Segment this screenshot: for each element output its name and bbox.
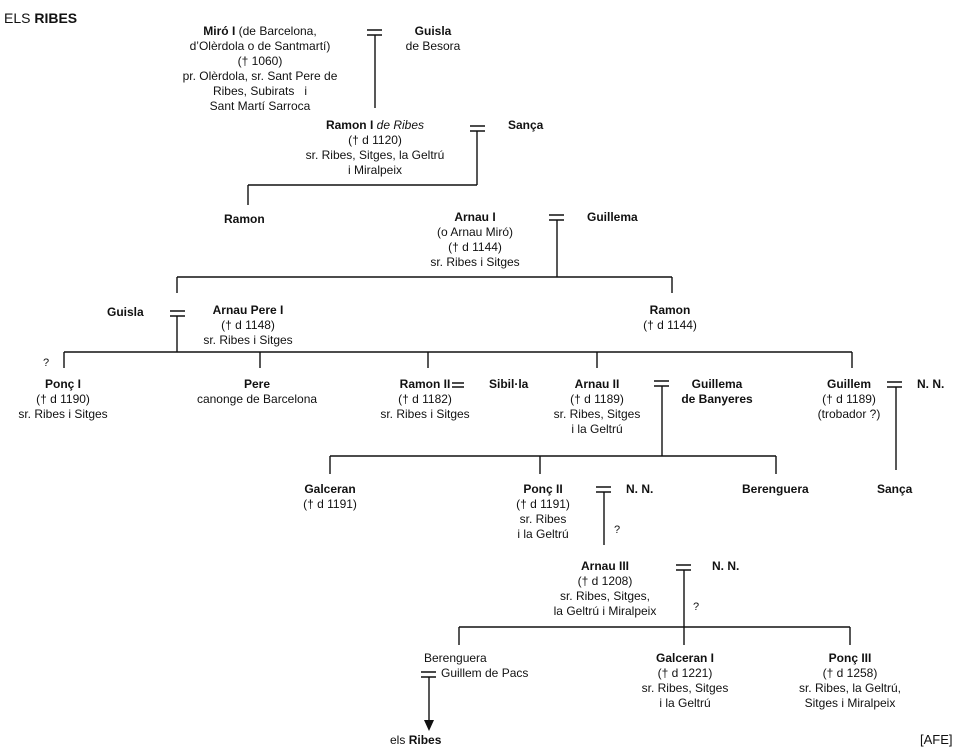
title-name: RIBES	[34, 10, 78, 26]
descendants-els-ribes: els Ribes	[390, 733, 441, 748]
person-galceran-i: Galceran I († d 1221) sr. Ribes, Sitges …	[615, 651, 755, 711]
arnau3-name: Arnau III	[580, 559, 629, 573]
person-ramon-ii: Ramon II († d 1182) sr. Ribes i Sitges	[366, 377, 484, 422]
ramon1-name: Ramon I	[325, 118, 374, 132]
miro-line-1: (de Barcelona,	[238, 24, 317, 38]
person-arnau-pere-i: Arnau Pere I († d 1148) sr. Ribes i Sitg…	[180, 303, 316, 348]
person-guisla-besora: Guisla de Besora	[398, 24, 468, 54]
ponc1-line-1: († d 1190)	[36, 392, 90, 406]
ponc3-line-2: sr. Ribes, la Geltrú,	[798, 681, 902, 695]
elsribes-name: Ribes	[408, 733, 442, 747]
arnau2-line-2: sr. Ribes, Sitges	[553, 407, 641, 421]
title-prefix: ELS	[4, 10, 31, 26]
arnau2-line-1: († d 1189)	[570, 392, 624, 406]
arnau1-line-3: sr. Ribes i Sitges	[430, 255, 520, 269]
arnaupere-line-1: († d 1148)	[221, 318, 275, 332]
miro-name: Miró I	[203, 24, 236, 38]
arnaupere-name: Arnau Pere I	[212, 303, 284, 317]
guillem-line-2: (trobador ?)	[817, 407, 881, 421]
person-sanca-2: Sança	[877, 482, 913, 496]
guillem-line-1: († d 1189)	[822, 392, 876, 406]
uncertain-mark-3: ?	[693, 601, 700, 613]
diagram-title: ELS RIBES	[4, 10, 77, 26]
ramon2-name: Ramon II	[399, 377, 451, 391]
ponc2-line-1: († d 1191)	[516, 497, 570, 511]
ponc3-line-3: Sitges i Miralpeix	[804, 696, 896, 710]
ramon1-line-1: († d 1120)	[348, 133, 402, 147]
ramon2-line-1: († d 1182)	[398, 392, 452, 406]
ponc1-name: Ponç I	[44, 377, 81, 391]
ponc2-line-2: sr. Ribes	[519, 512, 567, 526]
arnaupere-line-2: sr. Ribes i Sitges	[203, 333, 293, 347]
miro-line-5: Ribes, Subirats i	[212, 84, 308, 98]
ramon-b-line: († d 1144)	[643, 318, 697, 332]
guisla1-name: Guisla	[414, 24, 452, 38]
miro-line-4: pr. Olèrdola, sr. Sant Pere de	[182, 69, 338, 83]
elsribes-prefix: els	[390, 733, 406, 747]
source-footer: [AFE]	[920, 732, 953, 747]
arnau3-line-2: sr. Ribes, Sitges,	[559, 589, 651, 603]
person-ponc-i: Ponç I († d 1190) sr. Ribes i Sitges	[4, 377, 122, 422]
ramon1-line-2: sr. Ribes, Sitges, la Geltrú	[305, 148, 445, 162]
person-ponc-iii: Ponç III († d 1258) sr. Ribes, la Geltrú…	[782, 651, 918, 711]
person-nn-2: N. N.	[626, 482, 654, 496]
person-ponc-ii: Ponç II († d 1191) sr. Ribes i la Geltrú	[500, 482, 586, 542]
miro-line-3: († 1060)	[237, 54, 283, 68]
uncertain-mark-2: ?	[614, 524, 621, 536]
arnau3-line-1: († d 1208)	[577, 574, 633, 588]
person-guillem-pacs: Guillem de Pacs	[441, 666, 529, 680]
arnau1-line-2: († d 1144)	[448, 240, 502, 254]
person-nn-3: N. N.	[712, 559, 740, 573]
person-ramon-i: Ramon I de Ribes († d 1120) sr. Ribes, S…	[290, 118, 460, 178]
galceran-name: Galceran	[304, 482, 356, 496]
miro-line-2: d’Olèrdola o de Santmartí)	[189, 39, 331, 53]
arnau1-line-1: (o Arnau Miró)	[436, 225, 514, 239]
person-berenguera-1: Berenguera	[742, 482, 809, 496]
guillema2-name2: de Banyeres	[681, 392, 753, 406]
pere-name: Pere	[243, 377, 271, 391]
arnau1-name: Arnau I	[454, 210, 496, 224]
guillema2-name: Guillema	[691, 377, 743, 391]
miro-line-6: Sant Martí Sarroca	[209, 99, 311, 113]
person-sibila: Sibil·la	[489, 377, 529, 391]
galceran1-name: Galceran I	[655, 651, 715, 665]
person-arnau-i: Arnau I (o Arnau Miró) († d 1144) sr. Ri…	[410, 210, 540, 270]
person-galceran: Galceran († d 1191)	[280, 482, 380, 512]
guillem-name: Guillem	[826, 377, 871, 391]
galceran1-line-3: i la Geltrú	[659, 696, 711, 710]
guisla1-line: de Besora	[405, 39, 461, 53]
galceran1-line-2: sr. Ribes, Sitges	[641, 681, 729, 695]
arnau2-line-3: i la Geltrú	[571, 422, 623, 436]
ponc2-line-3: i la Geltrú	[517, 527, 569, 541]
person-arnau-ii: Arnau II († d 1189) sr. Ribes, Sitges i …	[552, 377, 642, 437]
person-guisla-2: Guisla	[107, 305, 144, 319]
ramon1-epithet: de Ribes	[376, 118, 425, 132]
ramon1-line-3: i Miralpeix	[347, 163, 402, 177]
person-ramon-a: Ramon	[224, 212, 265, 226]
ponc2-name: Ponç II	[523, 482, 563, 496]
person-arnau-iii: Arnau III († d 1208) sr. Ribes, Sitges, …	[530, 559, 680, 619]
ramon2-marriage-mark	[450, 377, 466, 392]
person-berenguera-2: Berenguera	[424, 651, 487, 665]
person-guillema-1: Guillema	[587, 210, 638, 224]
ramon2-line-2: sr. Ribes i Sitges	[380, 407, 470, 421]
person-nn-1: N. N.	[917, 377, 945, 391]
ponc3-name: Ponç III	[828, 651, 872, 665]
person-guillem: Guillem († d 1189) (trobador ?)	[804, 377, 894, 422]
galceran-line: († d 1191)	[303, 497, 357, 511]
arnau2-name: Arnau II	[574, 377, 620, 391]
ramon-b-name: Ramon	[649, 303, 691, 317]
person-guillema-banyeres: Guillema de Banyeres	[674, 377, 760, 407]
ponc1-line-2: sr. Ribes i Sitges	[18, 407, 108, 421]
ponc3-line-1: († d 1258)	[822, 666, 878, 680]
person-sanca-1: Sança	[508, 118, 544, 132]
person-pere: Pere canonge de Barcelona	[186, 377, 328, 407]
person-ramon-b: Ramon († d 1144)	[620, 303, 720, 333]
arnau3-line-3: la Geltrú i Miralpeix	[553, 604, 657, 618]
pere-line: canonge de Barcelona	[196, 392, 318, 406]
galceran1-line-1: († d 1221)	[657, 666, 713, 680]
person-miro-i: Miró I (de Barcelona, d’Olèrdola o de Sa…	[155, 24, 365, 114]
uncertain-mark-1: ?	[43, 357, 50, 369]
